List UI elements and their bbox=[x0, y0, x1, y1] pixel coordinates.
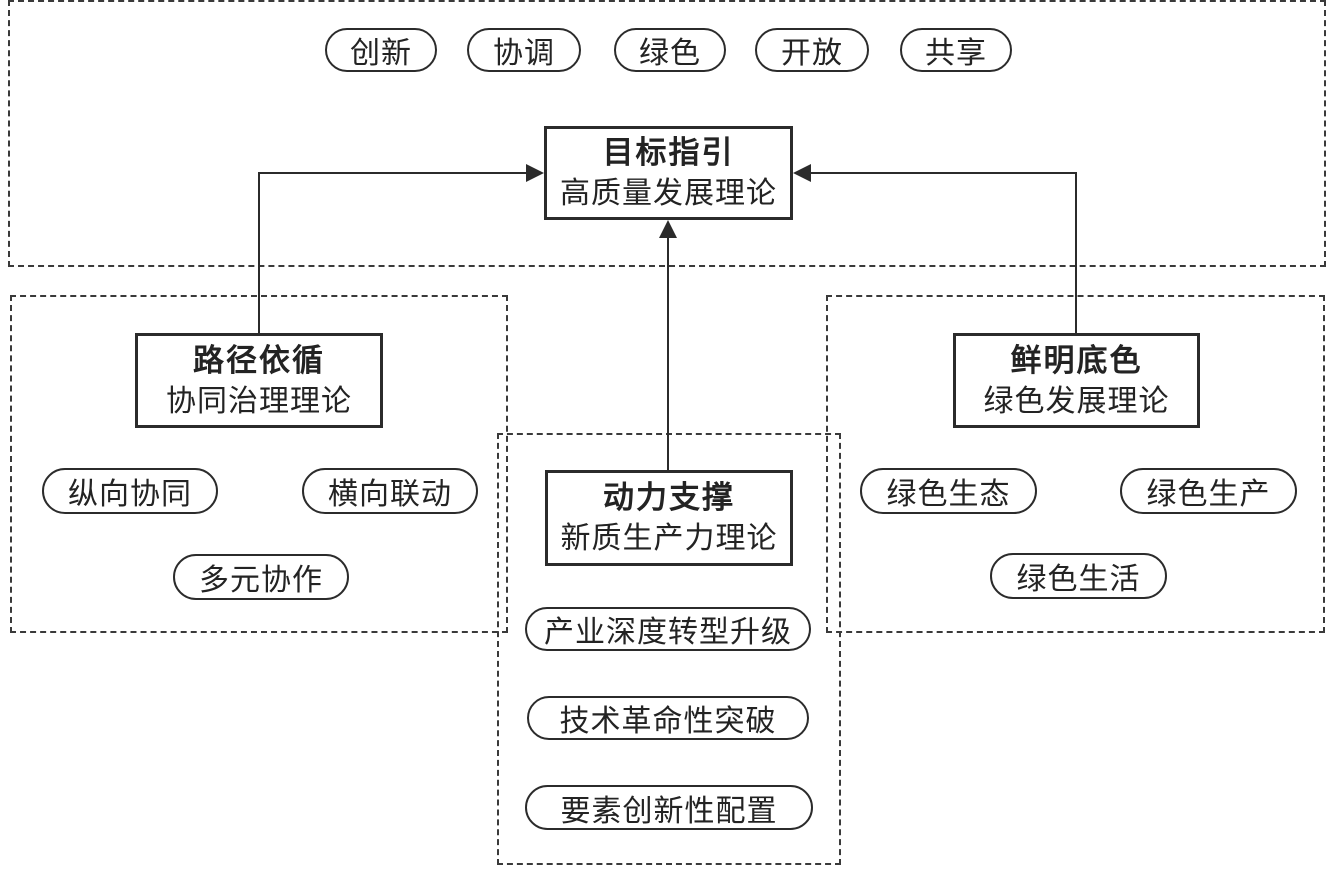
box-goal-guidance-title: 目标指引 bbox=[602, 135, 735, 170]
connector-right-vertical-line bbox=[1075, 172, 1077, 333]
arrowhead-bottom-into-goal-icon bbox=[659, 220, 677, 238]
pill-multi-collaboration: 多元协作 bbox=[173, 554, 349, 600]
box-goal-guidance-subtitle: 高质量发展理论 bbox=[560, 177, 777, 210]
arrowhead-left-into-goal-icon bbox=[526, 164, 544, 182]
connector-center-vertical-line bbox=[667, 236, 669, 470]
pill-industrial-upgrading: 产业深度转型升级 bbox=[525, 607, 811, 651]
pill-green-production: 绿色生产 bbox=[1120, 468, 1297, 514]
box-path-adherence: 路径依循 协同治理理论 bbox=[135, 333, 383, 428]
pill-vertical-synergy: 纵向协同 bbox=[42, 468, 218, 514]
pill-green: 绿色 bbox=[614, 28, 726, 72]
pill-green-ecology: 绿色生态 bbox=[860, 468, 1037, 514]
box-path-adherence-title: 路径依循 bbox=[193, 342, 325, 378]
pill-tech-breakthrough: 技术革命性突破 bbox=[527, 696, 809, 740]
box-power-support-title: 动力支撑 bbox=[603, 480, 735, 515]
box-path-adherence-subtitle: 协同治理理论 bbox=[166, 384, 352, 418]
box-distinct-foundation-title: 鲜明底色 bbox=[1010, 342, 1143, 378]
box-power-support: 动力支撑 新质生产力理论 bbox=[545, 470, 793, 566]
arrowhead-right-into-goal-icon bbox=[793, 164, 811, 182]
pill-innovation: 创新 bbox=[325, 28, 437, 72]
pill-coordination: 协调 bbox=[467, 28, 581, 72]
connector-left-horizontal-line bbox=[258, 172, 528, 174]
pill-green-life: 绿色生活 bbox=[990, 553, 1167, 599]
pill-factor-allocation: 要素创新性配置 bbox=[525, 785, 813, 830]
connector-right-horizontal-line bbox=[809, 172, 1077, 174]
box-distinct-foundation: 鲜明底色 绿色发展理论 bbox=[953, 333, 1200, 428]
pill-openness: 开放 bbox=[755, 28, 869, 72]
pill-sharing: 共享 bbox=[900, 28, 1012, 72]
pill-horizontal-linkage: 横向联动 bbox=[302, 468, 478, 514]
box-power-support-subtitle: 新质生产力理论 bbox=[560, 522, 778, 555]
box-goal-guidance: 目标指引 高质量发展理论 bbox=[544, 126, 793, 220]
connector-left-vertical-line bbox=[258, 172, 260, 333]
box-distinct-foundation-subtitle: 绿色发展理论 bbox=[983, 384, 1170, 418]
region-center-productivity bbox=[497, 433, 841, 865]
